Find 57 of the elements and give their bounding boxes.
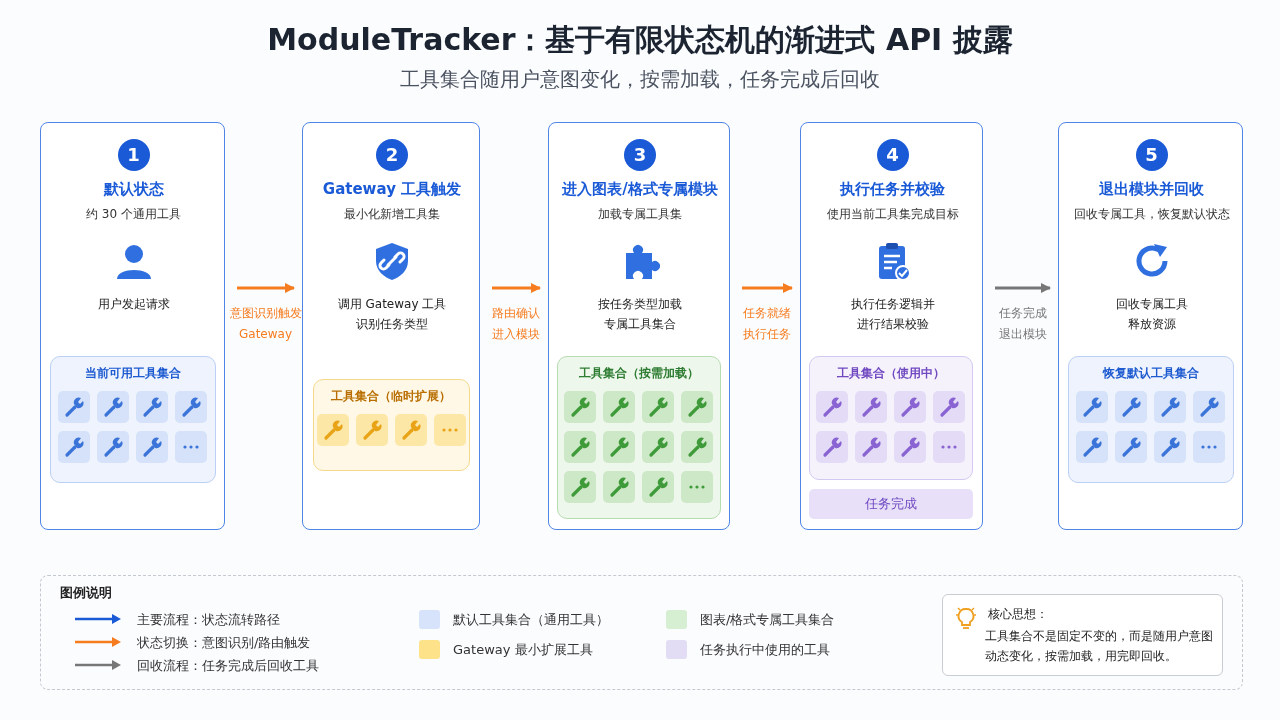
- stage-title: 进入图表/格式专属模块: [561, 180, 719, 199]
- stage-description: 调用 Gateway 工具识别任务类型: [336, 296, 448, 333]
- stage-description: 执行任务逻辑并进行结果校验: [849, 296, 936, 333]
- legend-text: 主要流程：状态流转路径: [137, 611, 280, 629]
- legend-text: Gateway 最小扩展工具: [453, 641, 593, 659]
- arrow: [492, 283, 541, 293]
- tool-set-panel: [1068, 356, 1234, 483]
- arrow: [237, 283, 295, 293]
- arrow: [995, 283, 1051, 293]
- tool-set-panel: [809, 356, 973, 480]
- stage-description: 回收专属工具释放资源: [1114, 296, 1189, 333]
- tool-set-panel: [313, 379, 470, 471]
- edge-label: 意图识别触发 Gateway: [228, 305, 303, 343]
- legend-text: 图表/格式专属工具集合: [700, 611, 835, 629]
- tool-set-panel: [50, 356, 216, 483]
- note-card: [942, 594, 1223, 676]
- stage-card: [1058, 122, 1243, 530]
- step-number: 5: [1135, 139, 1168, 171]
- stage-card: [302, 122, 480, 530]
- stage-subtitle: 回收专属工具，恢复默认状态: [1072, 206, 1231, 223]
- panel-heading: 当前可用工具集合: [83, 365, 182, 382]
- step-number: 3: [624, 139, 656, 171]
- stage-subtitle: 约 30 个通用工具: [85, 206, 182, 223]
- legend-title: 图例说明: [60, 584, 112, 602]
- panel-heading: 恢复默认工具集合: [1101, 365, 1200, 382]
- stage-description: 按任务类型加载专属工具集合: [597, 296, 683, 333]
- step-number: 1: [117, 139, 150, 171]
- legend-text: 回收流程：任务完成后回收工具: [137, 657, 319, 675]
- note-text: 工具集合不是固定不变的，而是随用户意图动态变化，按需加载，用完即回收。: [985, 628, 1214, 665]
- edge-label: 任务完成退出模块: [997, 305, 1048, 343]
- legend-text: 状态切换：意图识别/路由触发: [137, 634, 311, 652]
- step-number: 2: [376, 139, 408, 171]
- stage-subtitle: 使用当前工具集完成目标: [825, 206, 960, 223]
- subtitle: 工具集合随用户意图变化，按需加载，任务完成后回收: [399, 66, 881, 93]
- edge-label: 任务就绪执行任务: [742, 305, 792, 343]
- legend-text: 默认工具集合（通用工具）: [453, 611, 609, 629]
- step-number: 4: [876, 139, 909, 171]
- note-heading: 核心思想：: [988, 606, 1048, 623]
- title: ModuleTracker：基于有限状态机的渐进式 API 披露: [266, 21, 1014, 59]
- status-box: 任务完成: [809, 489, 973, 519]
- arrow: [742, 283, 793, 293]
- stage-subtitle: 最小化新增工具集: [343, 206, 441, 223]
- stage-subtitle: 加载专属工具集: [597, 206, 683, 223]
- stage-title: 默认状态: [102, 180, 165, 199]
- stage-title: Gateway 工具触发: [321, 180, 463, 199]
- stage-title: 执行任务并校验: [839, 180, 946, 199]
- tool-set-panel: [557, 356, 721, 519]
- stage-description: 用户发起请求: [96, 296, 171, 313]
- panel-heading: 工具集合（临时扩展）: [330, 388, 452, 405]
- stage-card: [40, 122, 225, 530]
- panel-heading: 工具集合（使用中）: [835, 365, 946, 382]
- panel-heading: 工具集合（按需加载）: [577, 365, 700, 382]
- stage-card: [800, 122, 983, 530]
- legend-text: 任务执行中使用的工具: [700, 641, 830, 659]
- stage-title: 退出模块并回收: [1098, 180, 1205, 199]
- stage-card: [548, 122, 730, 530]
- edge-label: 路由确认进入模块: [491, 305, 541, 343]
